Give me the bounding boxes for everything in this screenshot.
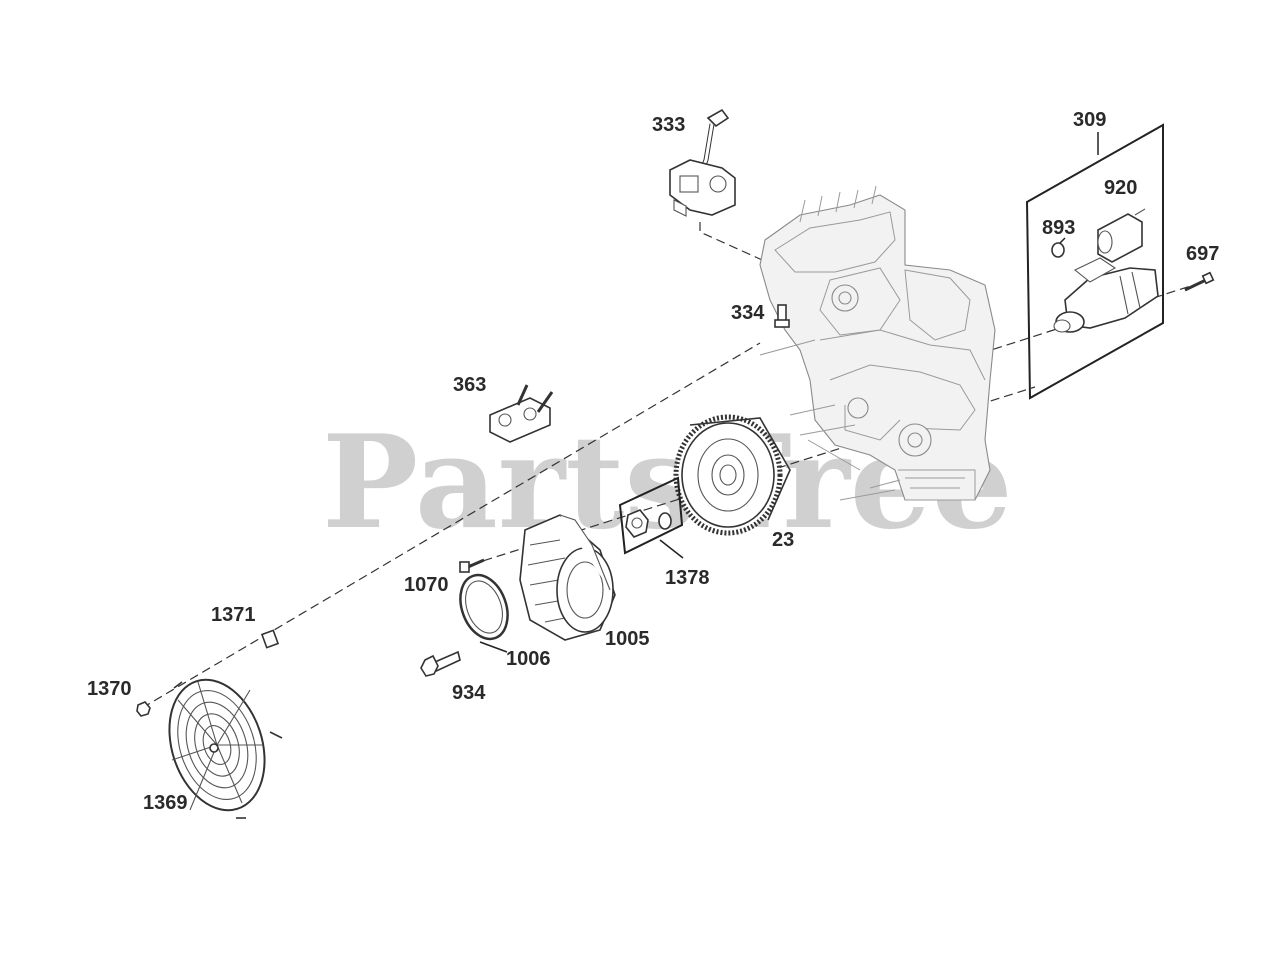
engine-block <box>759 185 996 501</box>
bolt-1070 <box>459 558 485 573</box>
callout-1370: 1370 <box>87 678 132 700</box>
ignition-module <box>669 108 736 217</box>
center-line-ignition <box>699 222 781 269</box>
starter-assembly <box>1025 123 1164 400</box>
callout-1371: 1371 <box>211 604 256 626</box>
callout-1005: 1005 <box>605 628 650 650</box>
blower-fan <box>519 514 616 641</box>
callout-1369: 1369 <box>143 792 188 814</box>
fan-guard-grille <box>168 678 283 819</box>
spacer-1371 <box>260 629 280 649</box>
callout-920: 920 <box>1104 177 1137 199</box>
bracket-363 <box>489 384 554 443</box>
callout-23: 23 <box>772 529 794 551</box>
callout-1378: 1378 <box>665 567 710 589</box>
gasket-1006 <box>459 573 509 641</box>
callout-labels: 333 309 920 893 697 334 363 23 1378 1070… <box>87 109 1219 814</box>
callout-309: 309 <box>1073 109 1106 131</box>
starter-frame <box>1025 123 1164 400</box>
center-line-starter <box>819 282 1201 406</box>
screw-334 <box>774 304 790 328</box>
leader-lines <box>479 132 1099 653</box>
callout-1070: 1070 <box>404 574 449 596</box>
callout-333: 333 <box>652 114 685 136</box>
callout-893: 893 <box>1042 217 1075 239</box>
nut-washer-kit <box>618 476 684 555</box>
callout-363: 363 <box>453 374 486 396</box>
bolt-697 <box>1184 271 1215 292</box>
bolt-934 <box>420 650 461 677</box>
kit-frame <box>618 476 684 555</box>
flywheel <box>673 414 791 536</box>
nut-1370 <box>136 701 151 717</box>
callout-934: 934 <box>452 682 486 704</box>
callout-334: 334 <box>731 302 765 324</box>
callout-697: 697 <box>1186 243 1219 265</box>
callout-1006: 1006 <box>506 648 551 670</box>
center-line-fan <box>141 342 761 709</box>
